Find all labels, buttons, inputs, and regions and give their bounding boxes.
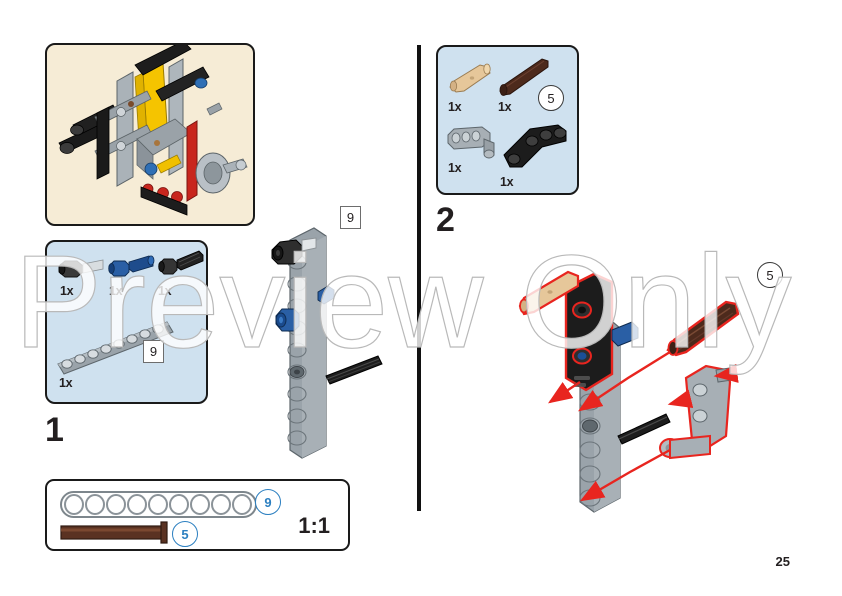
step-number-1: 1	[45, 411, 64, 449]
step-2-assembly-drawing: 5	[518, 250, 820, 515]
part-tan-pin	[449, 63, 491, 93]
step-number-2: 2	[436, 201, 455, 239]
scale-axle-badge: 5	[172, 521, 198, 547]
assembly2-gray-connector	[659, 364, 733, 460]
arrow-liftarm-out	[548, 381, 581, 404]
step-1-parts-callout: 1x 1x 1x 1x 9	[45, 240, 208, 404]
placement-arrows	[548, 350, 739, 502]
arrow-connector-in	[713, 363, 739, 383]
qty-label: 1x	[59, 376, 73, 390]
part-light-gray-beam-9	[57, 321, 174, 375]
qty-label: 1x	[500, 175, 514, 189]
qty-label: 1x	[109, 284, 123, 298]
assembly-black-axle	[325, 355, 383, 385]
assembly-blue-pin	[275, 308, 300, 332]
one-to-one-scale-box: 9 5 1:1	[45, 479, 350, 551]
axle-length-badge: 5	[538, 85, 564, 111]
assembly-black-pin-top	[271, 237, 317, 265]
step-1-assembly-drawing: 9	[270, 206, 390, 468]
assembly2-blue-pin	[611, 321, 639, 347]
assembly2-tan-pin	[518, 270, 580, 316]
arrow-connector-to-beam	[579, 448, 671, 502]
scale-axle-5	[60, 521, 168, 544]
assembly2-brown-axle	[666, 300, 740, 357]
arrow-connector-to-axle	[667, 389, 694, 409]
part-black-axle-pin	[58, 259, 104, 278]
part-dark-brown-axle-5	[499, 58, 549, 96]
assembly2-black-liftarm	[564, 272, 614, 392]
part-black-bent-liftarm	[503, 124, 567, 168]
part-black-pin-with-axle	[158, 250, 204, 275]
step-2-parts-callout: 1x 1x 1x 1x 5	[436, 45, 579, 195]
qty-label: 1x	[60, 284, 74, 298]
assembly-beam-9	[287, 227, 327, 459]
qty-label: 1x	[498, 100, 512, 114]
assembly2-axle-length-badge: 5	[757, 262, 783, 288]
beam-length-badge: 9	[143, 340, 164, 363]
arrow-axle-to-beam	[578, 350, 671, 412]
scale-beam-badge: 9	[255, 489, 281, 515]
assembly-blue-pin-right	[317, 285, 335, 305]
page-number: 25	[775, 554, 790, 569]
assembly2-black-axle-stub	[617, 413, 671, 445]
part-blue-pin	[108, 255, 155, 277]
assembly-overview-image	[45, 43, 255, 226]
qty-label: 1x	[448, 100, 462, 114]
scale-beam-9	[60, 491, 257, 518]
qty-label: 1x	[448, 161, 462, 175]
qty-label: 1x	[158, 284, 172, 298]
column-divider	[417, 45, 421, 511]
scale-ratio-label: 1:1	[298, 513, 330, 538]
part-light-gray-angled-connector	[447, 126, 495, 159]
assembly-beam-length-badge: 9	[340, 206, 361, 229]
